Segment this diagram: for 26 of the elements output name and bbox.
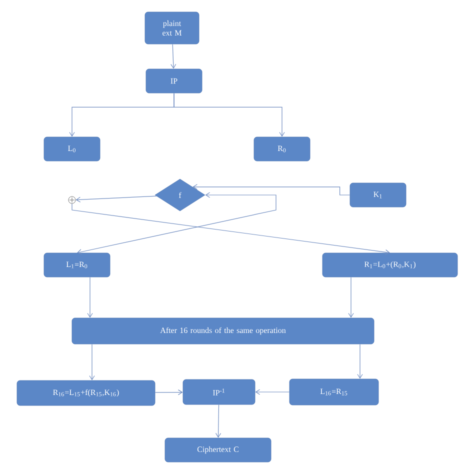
process-box: R$_{1}$=L$_{0}$+(R$_{0}$,K$_{1}$): [322, 252, 458, 278]
arrow: [357, 344, 363, 379]
process-box: Ciphertext C: [164, 438, 272, 462]
process-box: L$_{0}$: [44, 136, 100, 162]
process-box: After 16 rounds of the same operation: [72, 318, 374, 344]
arrow: [192, 184, 350, 196]
arrow: [77, 192, 276, 255]
process-box: L$_{16}$=R$_{15}$: [289, 378, 379, 406]
xor-symbol: [68, 196, 76, 204]
arrow: [89, 344, 95, 380]
process-box: L$_{1}$=R$_{0}$: [44, 252, 110, 278]
arrow: [87, 276, 93, 318]
arrow: [154, 390, 183, 396]
arrow: [76, 196, 157, 202]
process-box: K$_{1}$: [350, 182, 406, 208]
arrow: [72, 203, 390, 255]
process-box: R$_{0}$: [254, 136, 310, 162]
process-box: plaint ext M: [144, 12, 200, 44]
arrow: [174, 92, 285, 137]
arrow: [348, 276, 354, 318]
arrow: [255, 389, 290, 395]
process-box: IP$^{-1}$: [182, 379, 256, 405]
arrow: [215, 404, 222, 438]
process-box: IP: [146, 68, 202, 94]
arrow: [170, 44, 176, 69]
process-box: R$_{16}$=L$_{15}$+f(R$_{15}$,K$_{16}$): [16, 380, 156, 406]
